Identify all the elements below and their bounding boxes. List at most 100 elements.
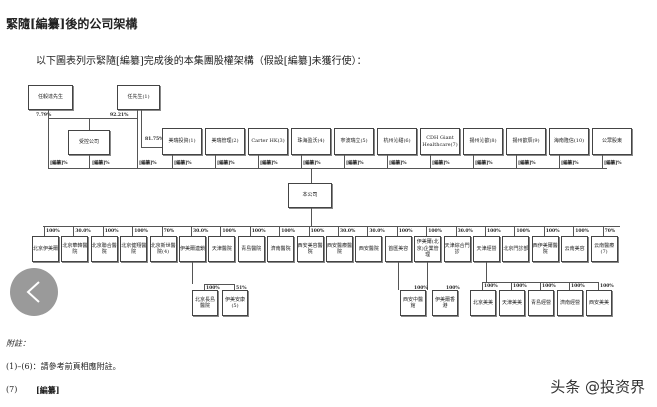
holding-box: 受控公司 <box>68 130 110 155</box>
connector-line <box>172 155 173 168</box>
holder-pct: 7.79% <box>36 113 52 118</box>
holder-box: 任先生(1) <box>117 85 160 110</box>
connector-line <box>137 110 138 168</box>
subsidiary-box: 北京門診部 <box>502 236 530 262</box>
connector-line <box>308 226 310 236</box>
shareholder-box: 海南隆信(10) <box>549 128 589 155</box>
pct-label: [編纂]% <box>92 161 110 166</box>
subsidiary-box: 天津美美 <box>499 290 525 316</box>
pct-label: 30.0% <box>457 229 473 234</box>
connector-line <box>191 226 192 236</box>
connector-line <box>73 226 75 236</box>
connector-line <box>311 168 312 183</box>
connector-line <box>161 226 163 236</box>
shareholder-box: 美瑞管理(2) <box>205 128 245 155</box>
connector-line <box>258 155 259 168</box>
connector-line <box>455 226 457 236</box>
pct-label: 30.0% <box>75 229 91 234</box>
pct-label: 100% <box>310 229 325 234</box>
pct-label: 100% <box>484 284 498 289</box>
pct-label: 100% <box>513 284 527 289</box>
holding-pct: 81.75% <box>145 137 164 142</box>
subsidiary-box: 青島醫院 <box>237 236 265 262</box>
pct-label: [編纂]% <box>174 161 192 166</box>
subsidiary-box: 首匯美容 <box>384 236 412 262</box>
connector-line <box>485 226 486 236</box>
subsidiary-box: 濟南醫院 <box>267 236 295 262</box>
pct-label: 70% <box>163 229 175 234</box>
connector-line <box>279 226 281 236</box>
pct-label: 100% <box>487 229 501 234</box>
subsidiary-box: 北京聯合醫院 <box>90 236 118 262</box>
shareholder-box: 公眾股東 <box>592 128 632 155</box>
subsidiary-box: 天津醫院 <box>208 236 236 262</box>
connector-line <box>543 226 545 236</box>
connector-line <box>602 226 604 236</box>
connector-line <box>427 262 429 290</box>
pct-label: 100% <box>600 284 614 289</box>
subsidiary-box: 西安醫療醫院 <box>326 236 353 262</box>
subsidiary-box: 伊美爾香港 <box>432 290 458 316</box>
shareholder-box: Carter HK(3) <box>248 128 288 155</box>
pct-label: [編纂]% <box>50 161 68 166</box>
pct-label: [編纂]% <box>139 161 157 166</box>
pct-label: 100% <box>545 229 560 234</box>
shareholder-box: 杭州沁甜(6) <box>377 128 417 155</box>
connector-line <box>249 226 251 236</box>
pct-label: [編纂]% <box>260 161 278 166</box>
pct-label: 100% <box>398 229 413 234</box>
connector-line <box>192 262 193 284</box>
connector-line <box>102 226 104 236</box>
chevron-left-icon <box>26 281 40 303</box>
connector-line <box>220 226 222 236</box>
connector-line <box>598 282 599 290</box>
shareholder-box: 揚州歆辰(9) <box>506 128 546 155</box>
connector-line <box>573 226 575 236</box>
note-1-6: (1)–(6)：請參考前頁相應附註。 <box>6 362 121 371</box>
pct-label: [編纂]% <box>518 161 536 166</box>
pct-label: 30.0% <box>193 229 209 234</box>
pct-label: 100% <box>414 286 428 291</box>
intro-text: 以下圖表列示緊隨[編纂]完成後的本集團股權架構（假設[編纂]未獲行使）： <box>36 56 367 67</box>
pct-label: 51% <box>236 286 247 291</box>
connector-line <box>234 284 235 290</box>
shareholder-box: 美瑞投資(1) <box>162 128 202 155</box>
connector-line <box>540 282 541 290</box>
subsidiary-box: 北京新世醫院(4) <box>149 236 177 262</box>
shareholder-box: 寧波瑞立(5) <box>334 128 374 155</box>
pct-label: 100% <box>281 229 295 234</box>
connector-line <box>215 155 216 168</box>
subsidiary-box: 伊美爾(北京)企業管理 <box>414 236 442 262</box>
connector-line <box>44 226 45 236</box>
shareholder-box: 揚州沁歆(8) <box>463 128 503 155</box>
subsidiary-box: 西安醫院 <box>355 236 383 262</box>
connector-line <box>204 284 205 290</box>
watermark: 头条 @投资界 <box>550 378 645 396</box>
pct-label: [編纂]% <box>604 161 622 166</box>
pct-label: 100% <box>428 229 442 234</box>
pct-label: 100% <box>516 229 531 234</box>
subsidiary-box: 北京華韓醫院 <box>61 236 89 262</box>
holder-box: 任毅達先生 <box>28 85 73 110</box>
connector-line <box>559 155 560 168</box>
pct-label: [編纂]% <box>432 161 450 166</box>
pct-label: 100% <box>134 229 148 234</box>
connector-line <box>387 155 388 168</box>
connector-line <box>89 118 90 130</box>
subsidiary-box: 云南美容 <box>561 236 589 262</box>
pct-label: 70% <box>604 229 616 234</box>
pct-label: 100% <box>104 229 119 234</box>
subsidiary-box: 濟南經營 <box>557 290 583 316</box>
pct-label: 100% <box>575 229 589 234</box>
pct-label: [編纂]% <box>217 161 235 166</box>
pct-label: 100% <box>251 229 266 234</box>
pct-label: [編纂]% <box>561 161 579 166</box>
pct-label: 100% <box>571 284 585 289</box>
section-title: 緊隨[編纂]後的公司架構 <box>6 17 138 31</box>
previous-page-button[interactable] <box>10 268 58 316</box>
pct-label: 100% <box>446 286 460 291</box>
notes-heading: 附註： <box>6 339 30 348</box>
pct-label: 30.0% <box>340 229 356 234</box>
connector-line <box>396 226 398 236</box>
